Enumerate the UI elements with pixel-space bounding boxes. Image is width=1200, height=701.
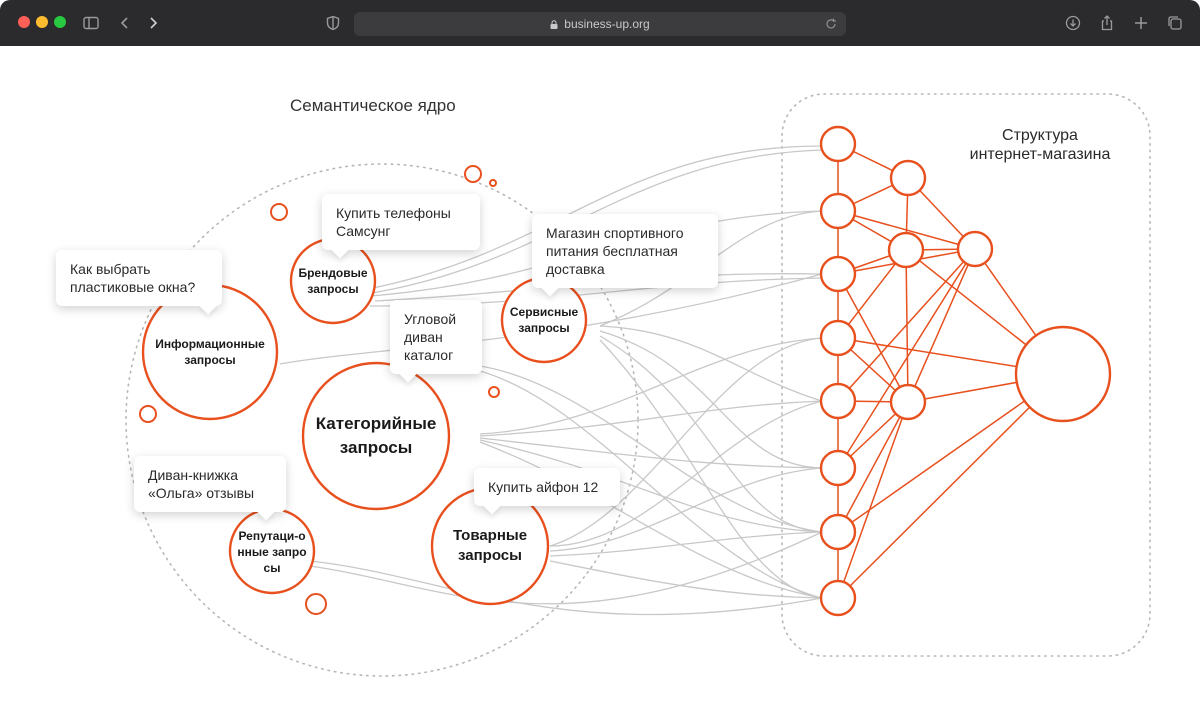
structure-node-1 [819, 125, 857, 163]
reputation-example-bubble: Диван-книжка «Ольга» отзывы [data-name="… [134, 456, 286, 512]
reputation-example-text: Диван-книжка «Ольга» отзывы [148, 467, 255, 501]
category-node-2 [887, 231, 925, 269]
forward-icon[interactable] [142, 12, 164, 34]
service-example-text: Магазин спортивного питания бесплатная д… [546, 225, 684, 277]
service-queries-label: Сервисные запросы [509, 305, 579, 335]
informational-example-bubble: Как выбрать пластиковые окна? [data-name… [56, 250, 222, 306]
lock-icon [550, 19, 558, 29]
brand-example-bubble: Купить телефоны Самсунг [data-name="bran… [322, 194, 480, 250]
home-page-node [1014, 325, 1112, 423]
privacy-shield-icon[interactable] [322, 12, 344, 34]
informational-example-text: Как выбрать пластиковые окна? [70, 261, 196, 295]
product-example-bubble: Купить айфон 12 [data-name="product-exam… [474, 468, 620, 506]
back-icon[interactable] [114, 12, 136, 34]
category-circle [301, 361, 451, 511]
store-structure-title: Структура интернет-магазина [950, 126, 1130, 164]
diagram-graphic [125, 93, 1151, 677]
informational-queries-label: Информационные запросы [155, 337, 265, 367]
store-structure-title-line2: интернет-магазина [969, 146, 1111, 163]
section-node [956, 230, 994, 268]
category-node-3 [889, 383, 927, 421]
structure-node-4 [819, 319, 857, 357]
category-example-bubble: Угловой диван каталог [data-name="catego… [390, 300, 482, 374]
category-queries-label: Категорийные запросы [315, 414, 437, 457]
browser-titlebar: business-up.org [0, 0, 1200, 46]
service-example-bubble: Магазин спортивного питания бесплатная д… [532, 214, 718, 288]
structure-node-7 [819, 513, 857, 551]
sidebar-toggle-icon[interactable] [80, 12, 102, 34]
close-window-button[interactable] [18, 16, 30, 28]
address-bar[interactable]: business-up.org [354, 12, 846, 36]
structure-node-2 [819, 192, 857, 230]
tab-overview-icon[interactable] [1164, 12, 1186, 34]
query-group-circles [141, 237, 588, 606]
network-nodes [819, 125, 1112, 617]
diagram-canvas: Семантическое ядро Структура интернет-ма… [0, 46, 1200, 701]
share-icon[interactable] [1096, 12, 1118, 34]
structure-node-3 [819, 255, 857, 293]
url-text: business-up.org [564, 17, 650, 31]
structure-node-5 [819, 382, 857, 420]
brand-example-text: Купить телефоны Самсунг [336, 205, 451, 239]
new-tab-icon[interactable] [1130, 12, 1152, 34]
maximize-window-button[interactable] [54, 16, 66, 28]
downloads-icon[interactable] [1062, 12, 1084, 34]
connection-curves [279, 145, 823, 616]
store-structure-outline [781, 93, 1151, 657]
brand-queries-label: Брендовые запросы [298, 266, 368, 296]
structure-node-8 [819, 579, 857, 617]
product-queries-label: Товарные запросы [452, 527, 528, 564]
minimize-window-button[interactable] [36, 16, 48, 28]
category-node-1 [889, 159, 927, 197]
store-structure-title-line1: Структура [1002, 127, 1078, 144]
reputation-queries-label: Репутаци-онные запросы [237, 529, 307, 575]
reload-icon[interactable] [824, 17, 838, 31]
product-example-text: Купить айфон 12 [488, 479, 599, 495]
semantic-core-title: Семантическое ядро [290, 96, 456, 115]
category-example-text: Угловой диван каталог [404, 311, 457, 363]
structure-node-6 [819, 449, 857, 487]
decorative-circles [139, 165, 500, 615]
